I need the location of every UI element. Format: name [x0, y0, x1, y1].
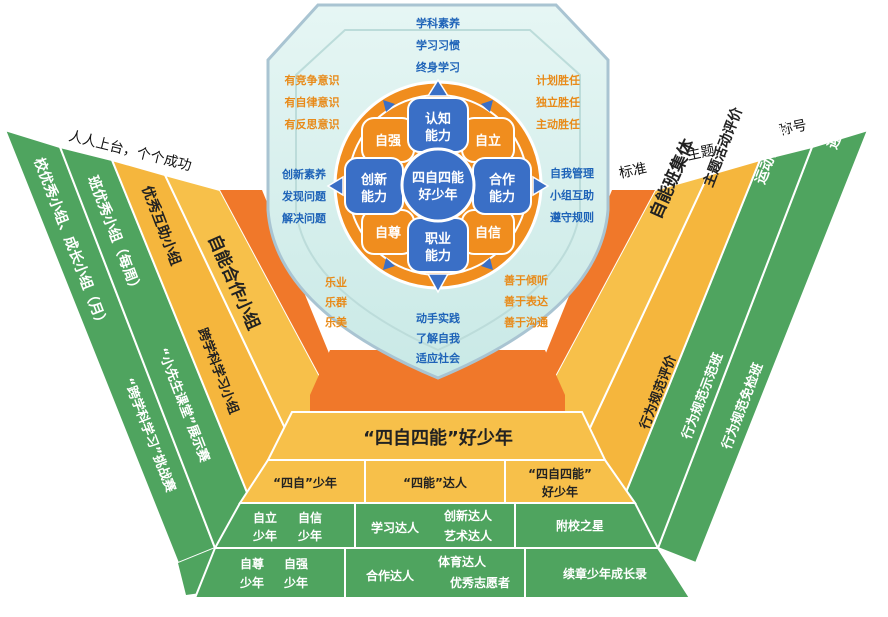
petal-left-line-2: 能力 [361, 189, 387, 205]
arrow-up-icon [426, 78, 450, 97]
center-deep-orange-base [310, 350, 565, 412]
arrow-down-icon [426, 273, 450, 294]
petal-bottom-left-label: 自尊 [375, 225, 401, 241]
petal-right-line-2: 能力 [489, 189, 515, 205]
shield-top-right-1: 计划胜任 [536, 73, 580, 87]
shield-bottom-right-3: 善于沟通 [504, 315, 548, 329]
row1-four-zi: “四自”少年 [273, 475, 337, 490]
shield-bottom-left-2: 乐群 [325, 295, 347, 309]
petal-top-right-label: 自立 [475, 133, 501, 149]
arrow-left-icon [326, 175, 344, 197]
row2-c: 附校之星 [556, 518, 604, 533]
shield-bottom-3: 适应社会 [416, 351, 461, 365]
shield-bottom-1: 动手实践 [416, 311, 460, 325]
shield-top-right-2: 独立胜任 [535, 95, 580, 109]
row1-haoshaonian: 好少年 [541, 484, 578, 499]
shield-left-2: 发现问题 [281, 189, 327, 203]
shield-top-left-3: 有反思意识 [285, 117, 340, 131]
shield-left-1: 创新素养 [281, 167, 327, 181]
core-line-1: 四自四能 [412, 170, 464, 186]
arrow-right-icon [532, 175, 550, 197]
row2-band [213, 502, 660, 549]
arrow-up-left-icon [383, 100, 395, 112]
row3-c: 续章少年成长录 [563, 566, 647, 581]
label-theme: 主题 [686, 142, 717, 163]
petal-top-line-2: 能力 [425, 128, 451, 144]
shield-bottom-right-2: 善于表达 [504, 294, 548, 308]
shield-bottom-right-1: 善于倾听 [504, 273, 548, 287]
bottom-main-title: “四自四能”好少年 [363, 427, 513, 449]
shield-left-3: 解决问题 [282, 211, 327, 225]
row2-a-2: 自信 [298, 510, 322, 525]
wheel-core [400, 147, 476, 223]
row3-band [193, 547, 692, 599]
right-deep-orange-wedge [535, 190, 655, 395]
petal-bottom-line-1: 职业 [425, 231, 451, 247]
shield-right-1: 自我管理 [550, 166, 594, 180]
row3-a-2: 自强 [284, 556, 308, 571]
shield-top-left-1: 有竞争意识 [285, 73, 340, 87]
row1-sizisineng: “四自四能” [528, 466, 592, 481]
shield-top-2: 学习习惯 [416, 38, 460, 52]
row3-b-1: 合作达人 [366, 568, 415, 583]
row1-four-neng: “四能”达人 [403, 475, 468, 490]
core-line-2: 好少年 [417, 187, 457, 203]
petal-top-left-label: 自强 [375, 133, 401, 149]
row3-b-2: 体育达人 [438, 554, 487, 569]
petal-bottom-line-2: 能力 [425, 248, 451, 264]
row2-a-3: 少年 [252, 528, 277, 543]
shield-right-3: 遵守规则 [550, 210, 594, 224]
shield-top-3: 终身学习 [416, 60, 460, 74]
right-col1-text: 迎新文艺“爱心中队”… [824, 11, 888, 152]
arrow-down-right-icon [481, 258, 493, 270]
shield-top-1: 学科素养 [416, 16, 461, 30]
row2-b-3: 艺术达人 [444, 528, 493, 543]
petal-left-line-1: 创新 [360, 172, 387, 188]
row3-a-4: 少年 [283, 575, 308, 590]
shield-bottom-left-1: 乐业 [325, 275, 347, 289]
left-deep-orange-wedge [220, 190, 340, 395]
row3-b-3: 优秀志愿者 [450, 575, 510, 590]
row2-b-1: 学习达人 [371, 520, 420, 535]
row3-a-3: 少年 [239, 575, 264, 590]
arrow-down-left-icon [383, 258, 395, 270]
shield-right-2: 小组互助 [549, 188, 594, 202]
shield-top-right-3: 主动胜任 [536, 117, 580, 131]
label-standard: 标准 [618, 160, 649, 181]
shield-top-left-2: 有自律意识 [285, 95, 340, 109]
row2-a-4: 少年 [297, 528, 322, 543]
shield-inner-web [295, 29, 581, 352]
shield-bottom-left-3: 乐美 [325, 315, 348, 329]
shield-bottom-2: 了解自我 [416, 331, 460, 345]
row2-a-1: 自立 [253, 510, 277, 525]
petal-bottom-right-label: 自信 [475, 225, 501, 241]
row2-b-2: 创新达人 [443, 508, 493, 523]
row3-a-1: 自尊 [240, 556, 264, 571]
right-orange-wing [543, 158, 762, 514]
label-title: 称号 [778, 117, 809, 138]
petal-top-line-1: 认知 [425, 111, 451, 127]
petal-right-line-1: 合作 [489, 172, 515, 188]
arrow-up-right-icon [481, 100, 493, 112]
